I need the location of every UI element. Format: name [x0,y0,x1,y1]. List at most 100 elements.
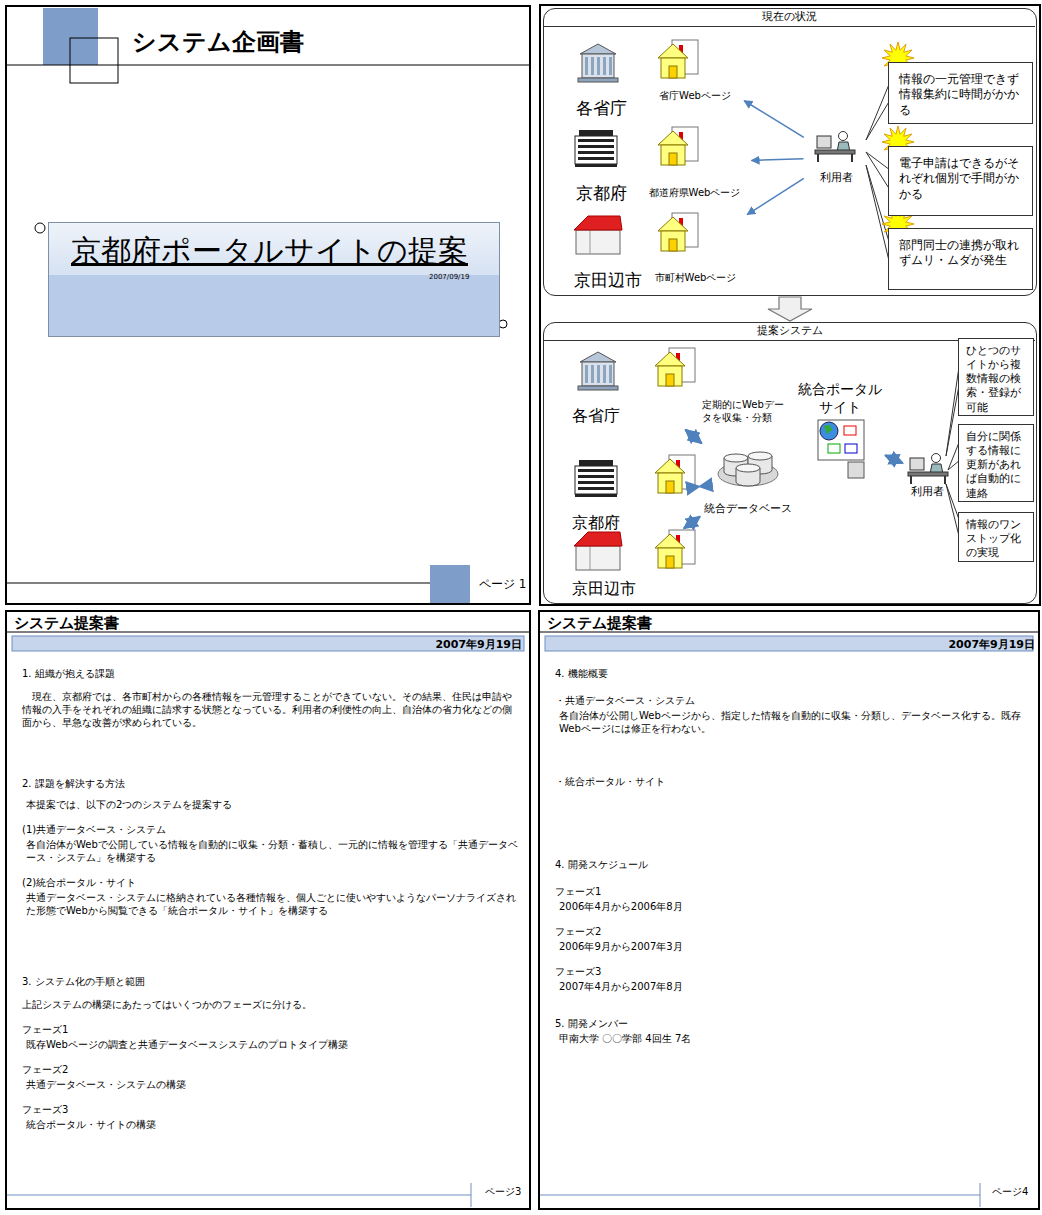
base [575,494,617,497]
cylinder-top [748,452,772,460]
free-label: 定期的にWebデータを収集・分類 [700,398,790,425]
wall [661,58,685,78]
roof [658,217,688,231]
roof [655,352,685,366]
column [603,365,606,383]
node-text: (1)共通データベース・システム [22,823,517,836]
node-text: 4. 機能概要 [555,667,1025,680]
rule [5,65,530,66]
base [578,78,618,82]
roof [658,131,688,145]
prefecture-icon: 京都府 [570,125,634,207]
node-text: 電子申請はできるがそれぞれ個別で手間がかかる [899,156,1026,203]
window-row [578,139,614,142]
city-building [574,532,622,570]
node-text: フェーズ2 [22,1063,517,1076]
prefecture-icon: 京都府 [570,452,698,536]
wall [576,230,620,254]
window-row [578,481,614,484]
node-text: 市町村Webページ [655,271,737,284]
door [666,556,674,568]
wall [582,362,614,386]
rule [5,583,430,584]
node-text: ページ4 [992,1185,1037,1198]
node-text: 統合データベース [704,502,792,516]
user-at-desk [908,454,948,485]
column [585,365,588,383]
cylinder-top [736,464,760,472]
column [585,57,588,75]
webpage-house [658,40,698,78]
webpage-house [655,455,695,493]
user-icon: 利用者 [905,448,951,502]
roof [574,216,622,230]
user-at-desk [815,132,855,163]
wall [658,548,682,568]
database-icon: 統合データベース [702,445,794,519]
node-text: 部門同士の連携が取れずムリ・ムダが発生 [899,238,1026,269]
legs [911,476,945,484]
window-row [578,157,614,160]
webpage-icon: 都道府県Webページ [640,125,750,201]
connector-arrow [885,455,902,463]
prefecture-building [575,130,617,167]
callout-tail [866,165,890,265]
node-text: 京都府ポータルサイトの提案 [71,231,491,270]
node-text: 現在、京都府では、各市町村からの各種情報を一元管理することができていない。その結… [22,690,517,729]
cylinder-top [724,454,748,462]
node-text: ページ3 [485,1185,530,1198]
handle [35,223,45,233]
node-text: フェーズ3 [22,1103,517,1116]
tower [848,462,864,478]
node-text: ひとつのサイトから複数情報の検索・登録が可能 [966,344,1029,415]
node-text: 1. 組織が抱える課題 [22,667,517,680]
node-text: 京都府 [572,513,620,534]
node-text: 2007年9月19日 [307,638,522,652]
node-text: 上記システムの構築にあたってはいくつかのフェーズに分ける。 [22,998,517,1011]
node-text: システム提案書 [547,614,847,634]
webpage-house [658,213,698,251]
node-text: 4. 開発スケジュール [555,858,1025,871]
node-text: 統合ポータルサイト [798,380,882,416]
head [932,454,941,463]
node-text: フェーズ1 [555,885,1025,898]
connector-arrow [747,178,804,214]
connector-arrow [751,159,803,161]
wall [661,145,685,165]
window-row [578,151,614,154]
user-icon: 利用者 [806,128,868,188]
node-text: 自分に関係する情報に更新があれば自動的に連絡 [966,430,1029,501]
ministry-building [578,44,618,82]
node-text: 既存Webページの調査と共通データベースシステムのプロトタイプ構築 [26,1038,521,1051]
ministry-icon: 各省庁 [570,40,634,122]
slide-frame [540,5,1040,605]
connector-arrow [685,430,701,443]
wall [661,231,685,251]
webpage-house [655,530,695,568]
window-row [578,145,614,148]
node-text: 2. 課題を解決する方法 [22,777,517,790]
column [609,57,612,75]
block-arrow [768,297,812,321]
monitor [817,136,831,148]
column [597,365,600,383]
node-text: (2)統合ポータル・サイト [22,876,517,889]
node-text: システム提案書 [14,614,314,634]
wall [582,54,614,78]
node-text: フェーズ2 [555,925,1025,938]
node-text: 情報のワンストップ化の実現 [966,518,1029,561]
desk [908,472,948,476]
node-text: 各自治体がWebで公開している情報を自動的に収集・分類・蓄積し、一元的に情報を管… [26,838,521,864]
panel-blue [845,444,857,453]
title-box: 京都府ポータルサイトの提案2007/09/19 [48,222,500,337]
problem-callout: 電子申請はできるがそれぞれ個別で手間がかかる [888,146,1033,216]
title-slide: システム企画書ページ 1京都府ポータルサイトの提案2007/09/19 [5,5,531,605]
head [839,132,848,141]
roof [655,534,685,548]
node-text: ページ 1 [479,577,534,593]
window-row [578,487,614,490]
benefit-callout: 自分に関係する情報に更新があれば自動的に連絡 [958,424,1034,502]
door [666,481,674,493]
